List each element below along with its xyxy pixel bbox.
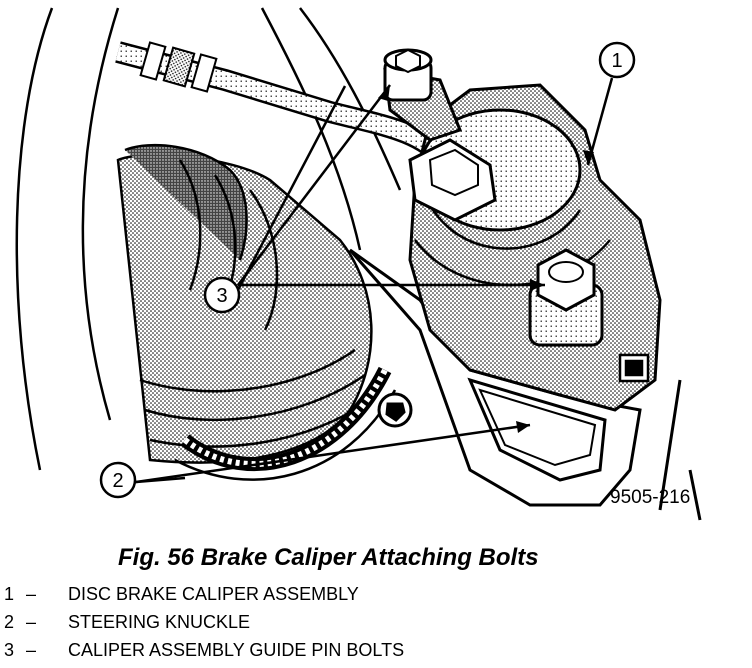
lower-guide-pin-bolt (528, 248, 604, 347)
brake-caliper-illustration: 1 3 2 9505-216 (15, 7, 702, 521)
cv-boot (116, 144, 373, 464)
banjo-bolt (408, 138, 497, 222)
callout-2: 2 (99, 461, 137, 499)
callout-3: 3 (203, 276, 241, 314)
legend-item: 1– DISC BRAKE CALIPER ASSEMBLY (4, 580, 704, 608)
legend: 1–DISC BRAKE CALIPER ASSEMBLY 2–STEERING… (4, 580, 704, 664)
wheel-arcs (15, 7, 402, 471)
legend-item-number: 1 (4, 584, 15, 604)
legend-item-text: CALIPER ASSEMBLY GUIDE PIN BOLTS (68, 640, 405, 660)
legend-item-text: STEERING KNUCKLE (68, 612, 251, 632)
figure-code: 9505-216 (610, 487, 690, 508)
legend-item-number: 3 (4, 640, 15, 660)
legend-item-dash: – (26, 640, 37, 660)
callout-2-number: 2 (112, 470, 123, 492)
callout-3-number: 3 (216, 285, 227, 307)
legend-item: 3– CALIPER ASSEMBLY GUIDE PIN BOLTS (4, 636, 704, 664)
figure-caption: Fig. 56 Brake Caliper Attaching Bolts (118, 544, 539, 571)
legend-item-text: DISC BRAKE CALIPER ASSEMBLY (68, 584, 359, 604)
leader-lines (135, 77, 614, 484)
callout-1-number: 1 (611, 50, 622, 72)
upper-guide-pin-bolt (383, 48, 433, 102)
legend-item-dash: – (26, 584, 37, 604)
legend-item-number: 2 (4, 612, 15, 632)
legend-item: 2– STEERING KNUCKLE (4, 608, 704, 636)
legend-item-dash: – (26, 612, 37, 632)
leader-arrowheads (378, 85, 594, 433)
bleeder-screw (618, 353, 650, 383)
callout-1: 1 (598, 41, 636, 79)
